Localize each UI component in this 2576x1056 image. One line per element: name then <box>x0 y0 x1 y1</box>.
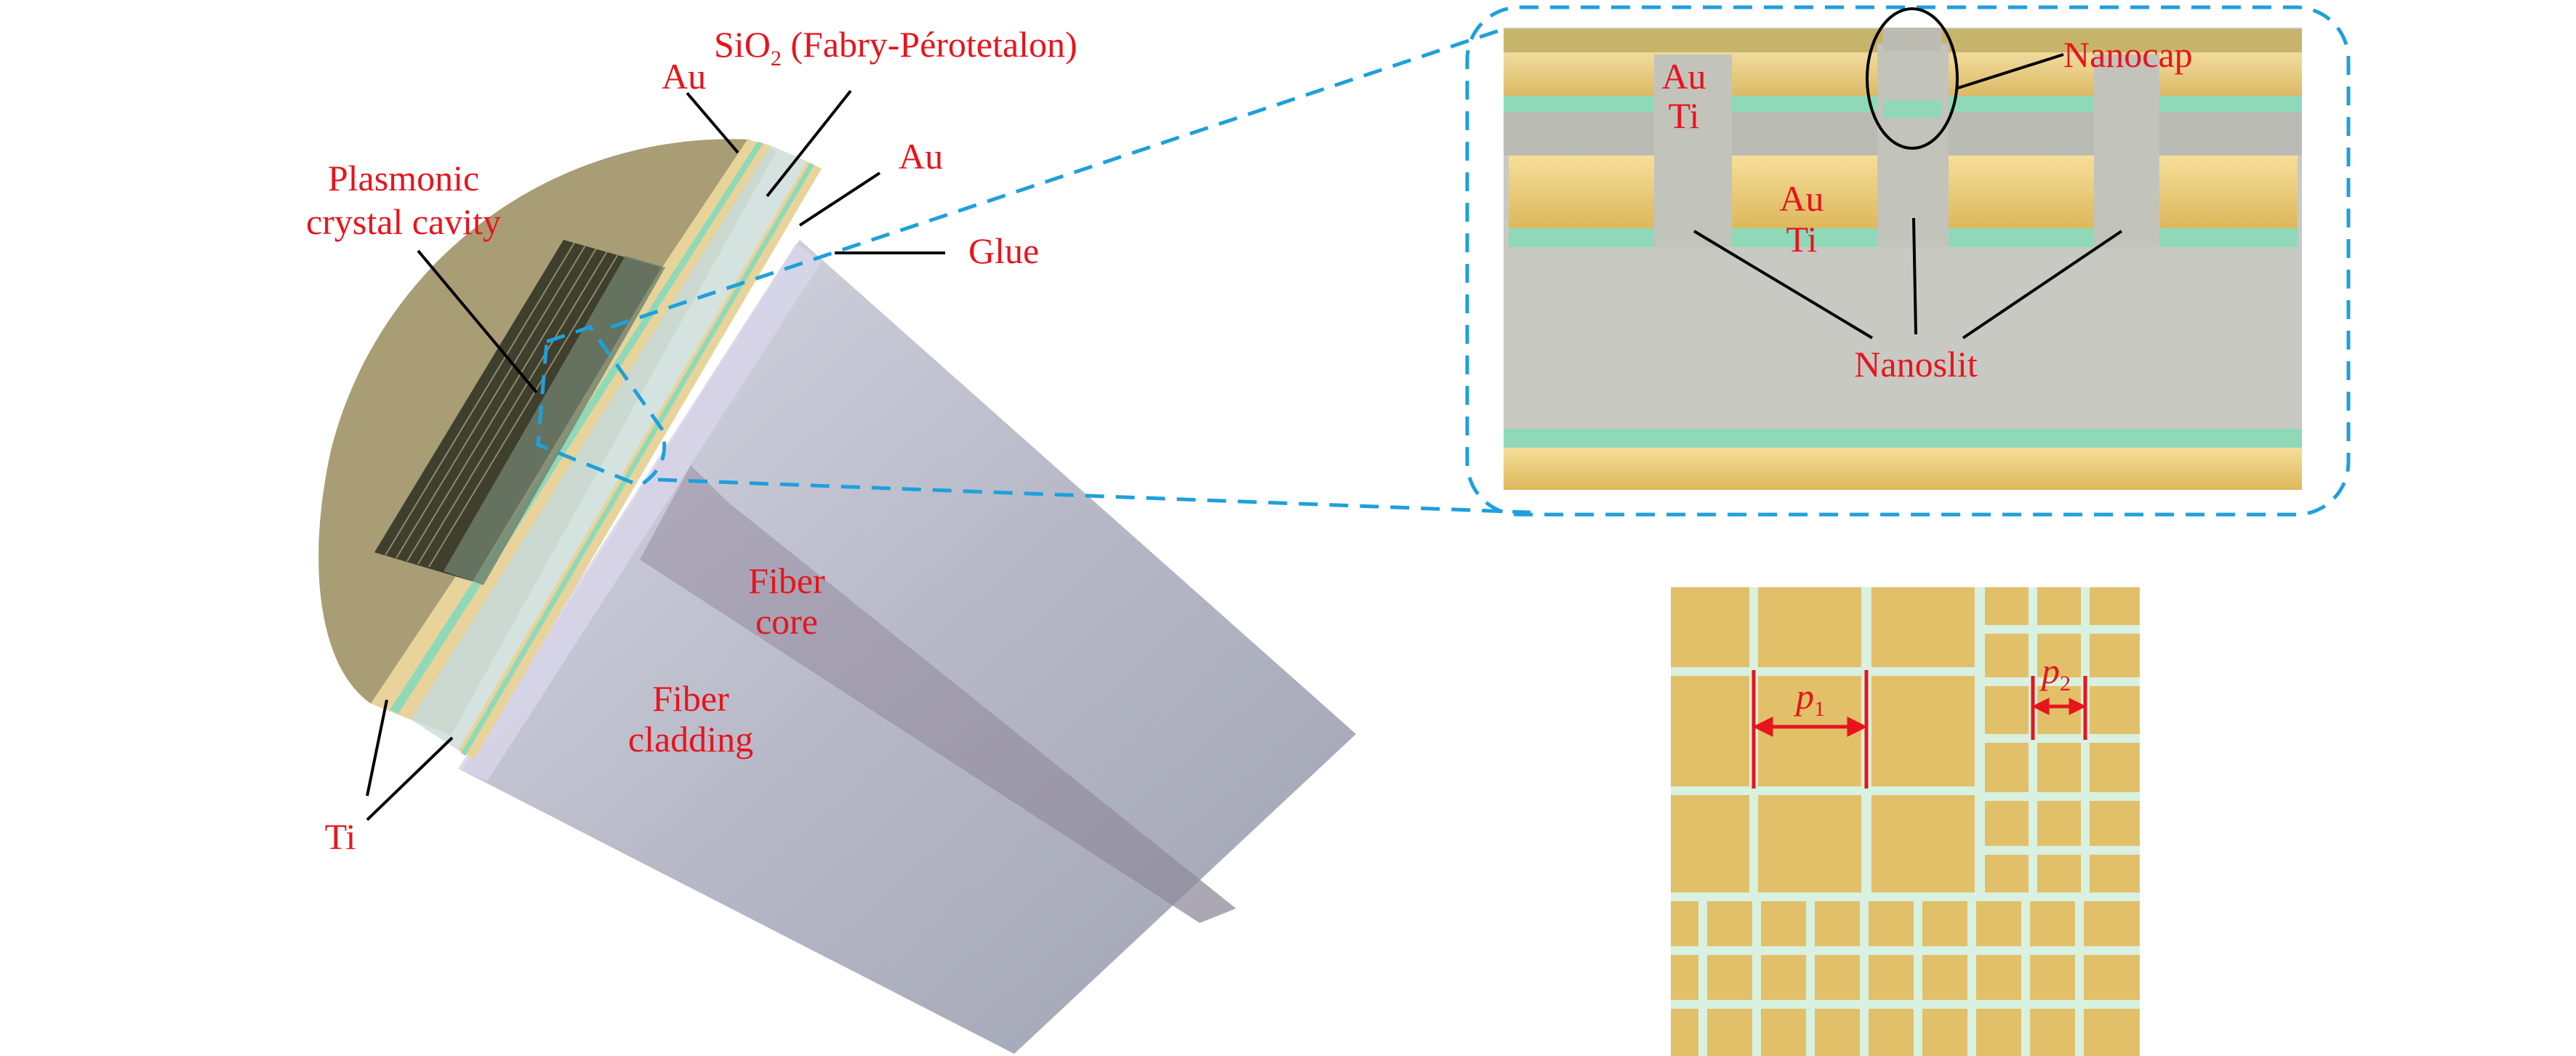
label-p2-main: p <box>2039 650 2060 691</box>
leader-au-right <box>798 172 881 227</box>
small-squares-right <box>1985 587 2140 892</box>
leader-nanoslit-3 <box>1962 230 2123 339</box>
gold-block-2 <box>1732 156 1877 228</box>
layer-sio2 <box>411 145 807 750</box>
leader-lines <box>366 53 2123 821</box>
label-ti: Ti <box>325 816 356 857</box>
p1-dimension-arrow <box>1752 670 1869 789</box>
labels: Plasmonic crystal cavity Au SiO2 (Fabry-… <box>306 24 2193 857</box>
plasmonic-crystal-cavity <box>374 240 665 585</box>
label-fiber-cladding-1: Fiber <box>652 678 729 719</box>
label-p1-sub: 1 <box>1814 697 1825 721</box>
label-p1: p1 <box>1794 676 1825 721</box>
label-inset-ti-1: Ti <box>1669 95 1700 136</box>
cavity-grid-lines <box>385 242 619 568</box>
label-inset-au-2: Au <box>1779 178 1823 219</box>
period-grid <box>1671 587 2140 1056</box>
nanocap <box>1883 28 1941 51</box>
leader-nanoslit-1 <box>1693 230 1874 339</box>
label-sio2-sub: 2 <box>771 47 782 70</box>
zoom-line-bottom <box>657 477 1531 515</box>
fiber <box>458 240 1356 1054</box>
label-plasmonic-2: crystal cavity <box>306 201 501 242</box>
label-nanocap: Nanocap <box>2063 34 2193 75</box>
leader-ti-2 <box>366 736 454 821</box>
fiber-core <box>640 465 1236 923</box>
label-sio2: SiO2 (Fabry-Pérotetalon) <box>714 24 1078 70</box>
nanocap-marker-ellipse <box>1866 7 1959 150</box>
layer-ti-back <box>461 163 814 756</box>
leader-ti-1 <box>366 699 388 797</box>
leader-nanocap <box>1955 53 2064 90</box>
inset-cross-section <box>1465 5 2351 517</box>
label-p2-sub: 2 <box>2060 672 2071 696</box>
nanoslit-pillar-2 <box>1877 44 1949 247</box>
label-plasmonic-1: Plasmonic <box>328 158 479 198</box>
gold-block-3 <box>1949 156 2094 228</box>
label-au-top: Au <box>662 56 706 97</box>
label-inset-ti-2: Ti <box>1786 219 1818 259</box>
label-fiber-core-2: core <box>755 601 818 642</box>
fiber-cladding-edge <box>458 243 822 781</box>
large-squares <box>1671 587 1975 892</box>
label-fiber-core-1: Fiber <box>748 560 825 601</box>
label-au-right: Au <box>899 136 943 177</box>
label-p2: p2 <box>2039 650 2071 696</box>
label-sio2-main: SiO <box>714 24 771 65</box>
zoom-lines <box>536 27 1531 515</box>
small-squares-bottom <box>1671 901 2140 1056</box>
label-nanoslit: Nanoslit <box>1854 344 1978 384</box>
label-sio2-rest: (Fabry-Pérotetalon) <box>782 24 1078 65</box>
label-fiber-cladding-2: cladding <box>628 719 753 759</box>
label-glue: Glue <box>968 230 1039 271</box>
nanoslit-pillar-1 <box>1654 55 1732 247</box>
leader-plasmonic <box>417 249 538 394</box>
leader-sio2 <box>766 89 852 198</box>
leader-au-top <box>686 92 739 154</box>
gold-block-1 <box>1509 156 1654 228</box>
nanoslit-pillar-3 <box>2094 55 2159 247</box>
zoom-source-outline <box>536 325 667 488</box>
leader-nanoslit-2 <box>1912 217 1917 335</box>
p2-dimension-arrow <box>2031 676 2087 740</box>
zoom-line-top <box>610 27 1504 329</box>
gold-block-4 <box>2159 156 2298 228</box>
cavity-grid-side <box>444 256 665 585</box>
label-inset-au-1: Au <box>1661 56 1706 97</box>
label-p1-main: p <box>1794 676 1814 717</box>
